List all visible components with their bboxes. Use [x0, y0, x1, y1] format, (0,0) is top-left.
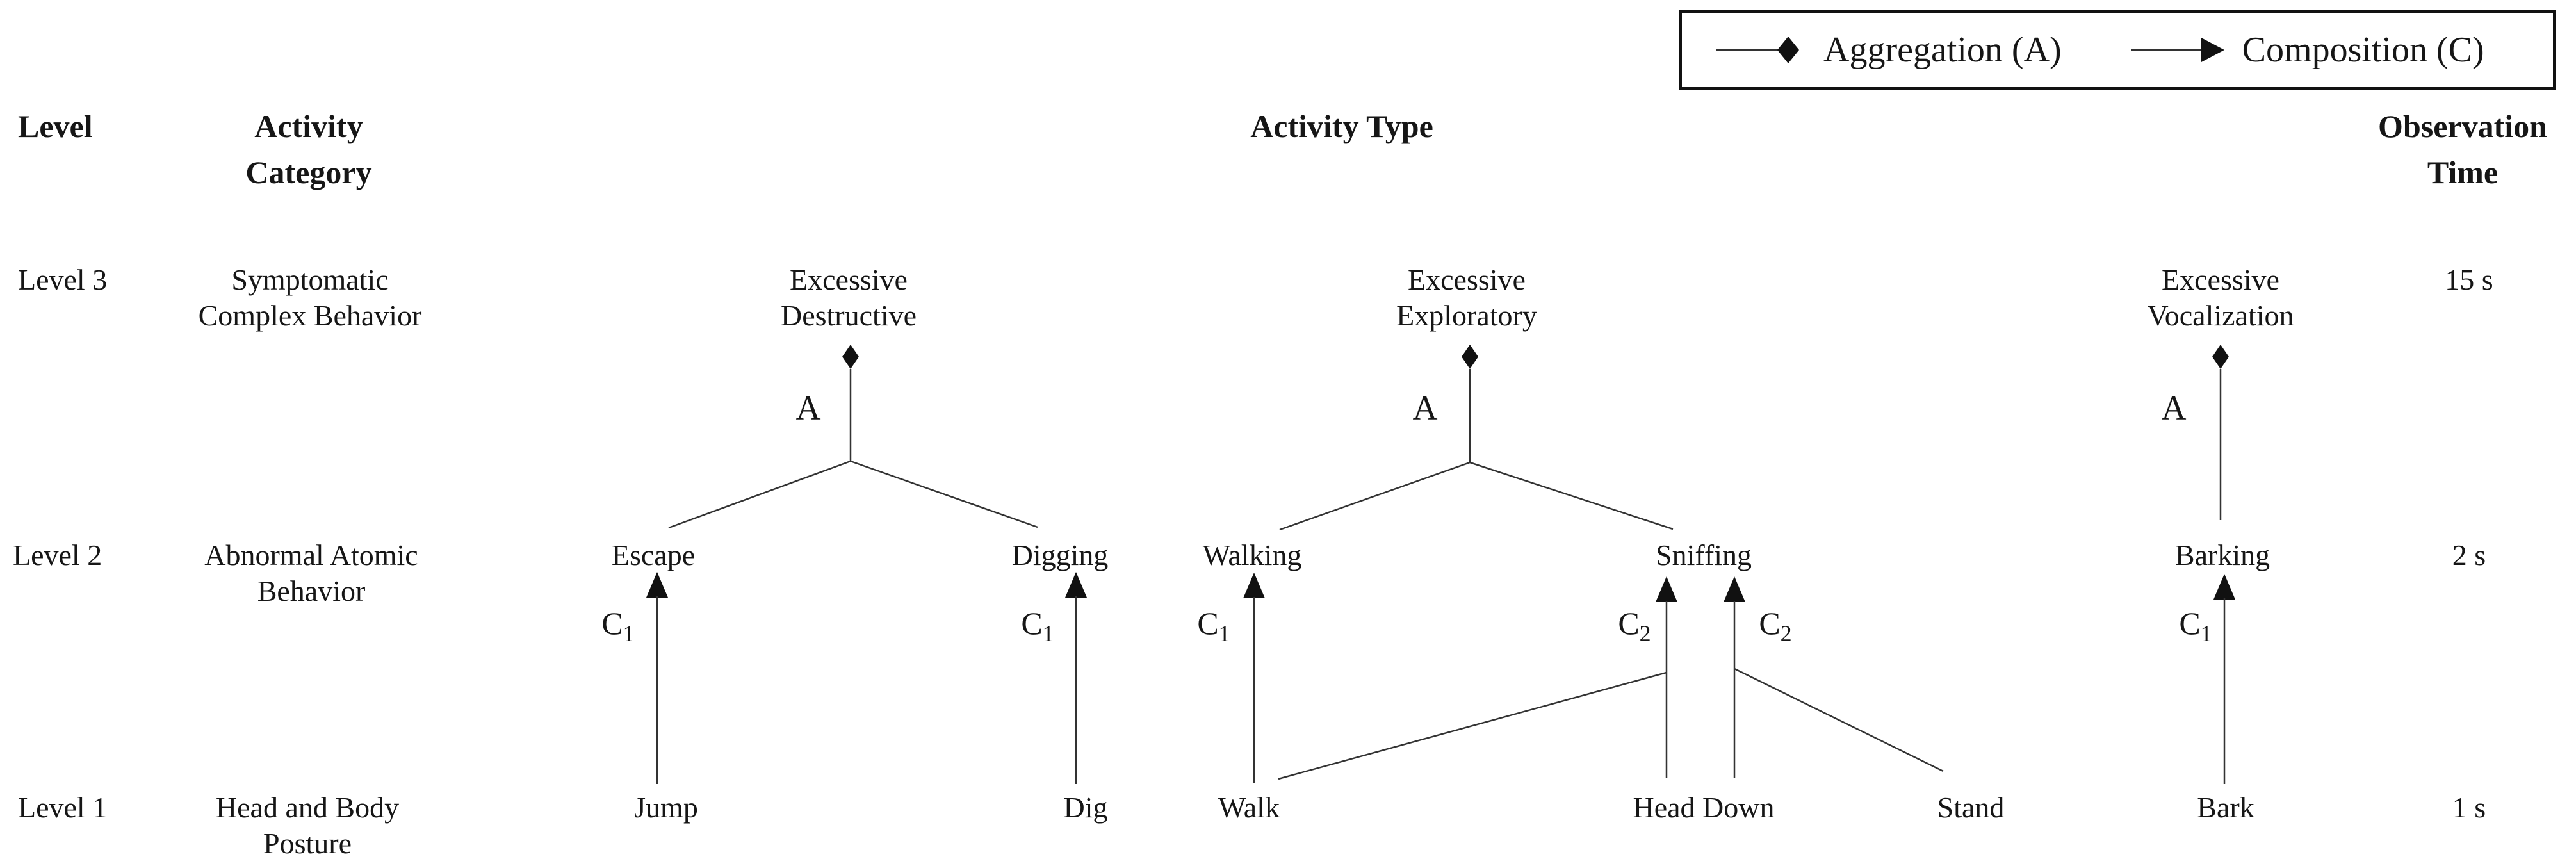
node-stand: Stand — [1937, 791, 2005, 824]
node-excessive-destructive-line1: Excessive — [790, 263, 908, 296]
composition-arrowhead-icon — [1724, 576, 1745, 602]
observation-time-level2: 2 s — [2452, 539, 2486, 571]
c-label-base: C — [1618, 605, 1640, 641]
node-walk: Walk — [1218, 791, 1280, 824]
c-label-sub: 1 — [2200, 621, 2212, 646]
c-label-sub: 1 — [1218, 621, 1230, 646]
composition-arrow-icon — [2130, 38, 2224, 62]
c-label-base: C — [2179, 605, 2201, 641]
aggregation-diamond-icon — [1716, 37, 1799, 63]
composition-edge-jump-escape — [646, 572, 668, 784]
activity-category-header-line1: Activity — [254, 108, 363, 144]
aggregation-edge-destructive — [668, 345, 1038, 529]
level3-category-line2: Complex Behavior — [198, 299, 422, 332]
aggregation-label-exploratory: A — [1412, 389, 1438, 427]
node-excessive-vocalization-line2: Vocalization — [2147, 299, 2294, 332]
composition-edge-dig-digging — [1065, 572, 1087, 784]
c-label-base: C — [1759, 605, 1781, 641]
aggregation-edge-vocalization — [2212, 345, 2229, 520]
composition-arrowhead-icon — [646, 572, 668, 598]
aggregation-label-vocalization: A — [2161, 389, 2187, 427]
c-label-base: C — [601, 605, 623, 641]
observation-time-header-line1: Observation — [2378, 108, 2547, 144]
composition-label-sniffing-left: C2 — [1618, 605, 1651, 645]
legend-label-composition: Composition (C) — [2242, 30, 2484, 70]
composition-arrowhead-icon — [1065, 572, 1087, 598]
aggregation-diamond-icon — [1462, 345, 1478, 369]
composition-label-bark-barking: C1 — [2179, 605, 2212, 645]
c-label-base: C — [1021, 605, 1043, 641]
aggregation-label-destructive: A — [795, 389, 821, 427]
node-excessive-vocalization-line1: Excessive — [2162, 263, 2279, 296]
composition-label-sniffing-right: C2 — [1759, 605, 1791, 645]
observation-time-level3: 15 s — [2445, 263, 2493, 296]
node-bark: Bark — [2197, 791, 2254, 824]
legend-label-aggregation: Aggregation (A) — [1823, 30, 2062, 70]
composition-arrowhead-icon — [2213, 574, 2235, 600]
observation-time-header-line2: Time — [2427, 154, 2499, 190]
c-label-sub: 1 — [1042, 621, 1054, 646]
aggregation-diamond-icon — [842, 345, 859, 369]
level3-row-label: Level 3 — [18, 263, 108, 296]
node-excessive-exploratory-line1: Excessive — [1408, 263, 1526, 296]
legend: Aggregation (A) Composition (C) — [1679, 10, 2556, 90]
node-sniffing: Sniffing — [1656, 539, 1752, 571]
c-label-sub: 2 — [1780, 621, 1792, 646]
node-digging: Digging — [1011, 539, 1109, 571]
node-walking: Walking — [1202, 539, 1302, 571]
level3-category-line1: Symptomatic — [231, 263, 389, 296]
node-barking: Barking — [2174, 539, 2270, 571]
aggregation-edge-exploratory — [1279, 345, 1674, 531]
aggregation-diamond-icon — [2212, 345, 2229, 369]
node-escape: Escape — [611, 539, 696, 571]
observation-time-level1: 1 s — [2452, 791, 2486, 824]
node-excessive-exploratory-line2: Exploratory — [1396, 299, 1537, 332]
composition-arrowhead-icon — [1243, 573, 1265, 598]
composition-edge-walk-headdown-sniffing — [1278, 576, 1677, 780]
level1-category-line1: Head and Body — [215, 791, 400, 824]
composition-edge-bark-barking — [2213, 574, 2235, 784]
level2-category-line1: Abnormal Atomic — [204, 539, 418, 571]
c-label-sub: 1 — [623, 621, 635, 646]
legend-item-aggregation: Aggregation (A) — [1715, 32, 2062, 68]
activity-type-header: Activity Type — [1250, 108, 1433, 144]
node-jump: Jump — [634, 791, 698, 824]
level1-category-line2: Posture — [263, 827, 352, 860]
node-excessive-destructive-line2: Destructive — [780, 299, 917, 332]
composition-label-jump-escape: C1 — [601, 605, 634, 645]
level2-category-line2: Behavior — [257, 575, 366, 607]
activity-category-header-line2: Category — [245, 154, 372, 190]
node-head-down: Head Down — [1633, 791, 1775, 824]
composition-arrowhead-icon — [1656, 576, 1677, 602]
legend-item-composition: Composition (C) — [2130, 32, 2484, 68]
level-column-header: Level — [18, 108, 93, 144]
composition-edge-headdown-stand-sniffing — [1724, 576, 1944, 778]
composition-edge-walk-walking — [1243, 573, 1265, 783]
level2-row-label: Level 2 — [13, 539, 102, 571]
c-label-sub: 2 — [1639, 621, 1651, 646]
composition-label-walk-walking: C1 — [1197, 605, 1230, 645]
composition-label-dig-digging: C1 — [1021, 605, 1054, 645]
node-dig: Dig — [1063, 791, 1108, 824]
level1-row-label: Level 1 — [18, 791, 108, 824]
c-label-base: C — [1197, 605, 1219, 641]
